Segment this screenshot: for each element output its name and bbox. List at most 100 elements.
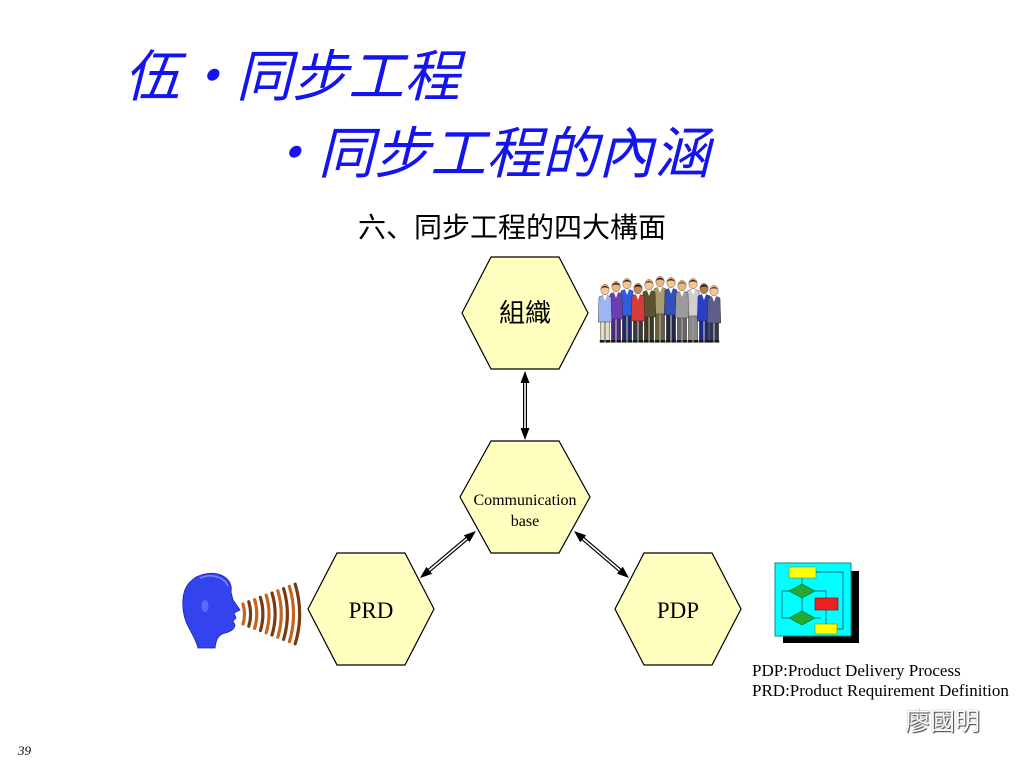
sound-wave-arc [241,602,247,626]
sound-wave-arc [253,598,259,630]
diagram-heading: 六、同步工程的四大構面 [357,211,666,244]
person-shoe [649,340,655,343]
person-hair [666,278,676,282]
person-shoe [671,340,677,343]
person-shoe [627,340,633,343]
node-organization: 組織 [461,256,589,370]
node-label-pdp: PDP [657,598,699,623]
person-leg [600,319,605,343]
hexagon-shape [461,256,589,370]
node-label-prd: PRD [349,598,394,623]
person-collar [646,290,652,296]
slide-title: 伍‧同步工程 [124,45,460,110]
arrowhead [616,566,629,578]
person-hair [622,279,632,283]
flowchart-step-highlight [814,597,839,611]
person-leg [666,312,671,343]
person-collar [690,289,696,295]
person-shoe [599,340,605,343]
person-shoe [654,340,660,343]
arrowhead [463,531,476,543]
person-body [674,291,690,319]
person-hair [600,285,610,289]
person-collar [613,292,619,298]
legend-pdp: PDP:Product Delivery Process [752,661,961,680]
person-body [641,290,657,318]
arrowhead [520,428,530,440]
node-label-organization: 組織 [499,299,551,329]
person-leg [682,315,687,343]
sound-wave-arc [247,600,253,628]
sound-wave-arc [276,589,283,639]
head-silhouette [182,572,241,649]
person-leg [644,314,649,343]
person-collar [679,291,685,297]
author-name: 廖國明 [905,707,981,736]
sound-wave-arc [282,587,290,641]
person-figure [630,283,646,343]
person-leg [622,313,627,343]
person-leg [677,315,682,343]
double-arrow-communication-pdp [574,531,629,578]
person-hair [633,284,643,288]
flowchart-decision [788,610,816,626]
person-figure [706,285,722,343]
person-leg [709,320,714,343]
sound-wave-arc [293,582,302,646]
person-body [608,292,624,320]
person-body [630,294,646,322]
arrow-shaft-inner [581,536,622,573]
person-shoe [605,340,611,343]
person-shoe [632,340,638,343]
person-body [597,295,613,323]
node-communication-base: Communication base [459,440,591,554]
person-leg [660,311,665,343]
flowchart-connector [816,571,844,630]
person-shoe [621,340,627,343]
page-number: 39 [18,743,31,758]
sound-waves-icon [241,582,302,646]
person-shoe [687,340,693,343]
person-leg [633,318,638,343]
person-hair [709,286,719,290]
sound-wave-arc [258,595,265,633]
arrowhead [420,566,433,578]
sound-wave-arc [287,584,296,644]
people-group-icon [597,276,722,343]
node-label-communication: Communication [473,492,576,509]
person-shoe [693,340,699,343]
person-figure [619,278,635,343]
person-body [706,296,722,324]
person-hair [644,280,654,284]
person-collar [701,294,707,300]
person-shoe [682,340,688,343]
flowchart-connector [781,590,789,619]
person-collar [657,287,663,293]
head-highlight [199,575,229,587]
person-figure [608,281,624,343]
person-figure [685,278,701,343]
person-shoe [643,340,649,343]
person-hair [688,279,698,283]
person-shoe [714,340,720,343]
person-shoe [638,340,644,343]
arrowhead [520,371,530,383]
person-leg [605,319,610,343]
person-figure [641,279,657,343]
person-shoe [610,340,616,343]
speaking-head-icon [182,572,241,649]
person-leg [699,318,704,343]
double-arrow-organization-communication [520,371,530,440]
flowchart-decision [788,583,816,599]
flowchart-icon [774,562,859,643]
person-leg [693,313,698,343]
person-figure [663,277,679,343]
person-leg [611,316,616,343]
person-collar [602,295,608,301]
hexagon-shape [307,552,435,666]
sound-wave-arc [264,593,271,635]
person-hair [699,284,709,288]
double-arrow-communication-prd [420,531,476,578]
flowchart-step [814,623,838,635]
person-leg [714,320,719,343]
